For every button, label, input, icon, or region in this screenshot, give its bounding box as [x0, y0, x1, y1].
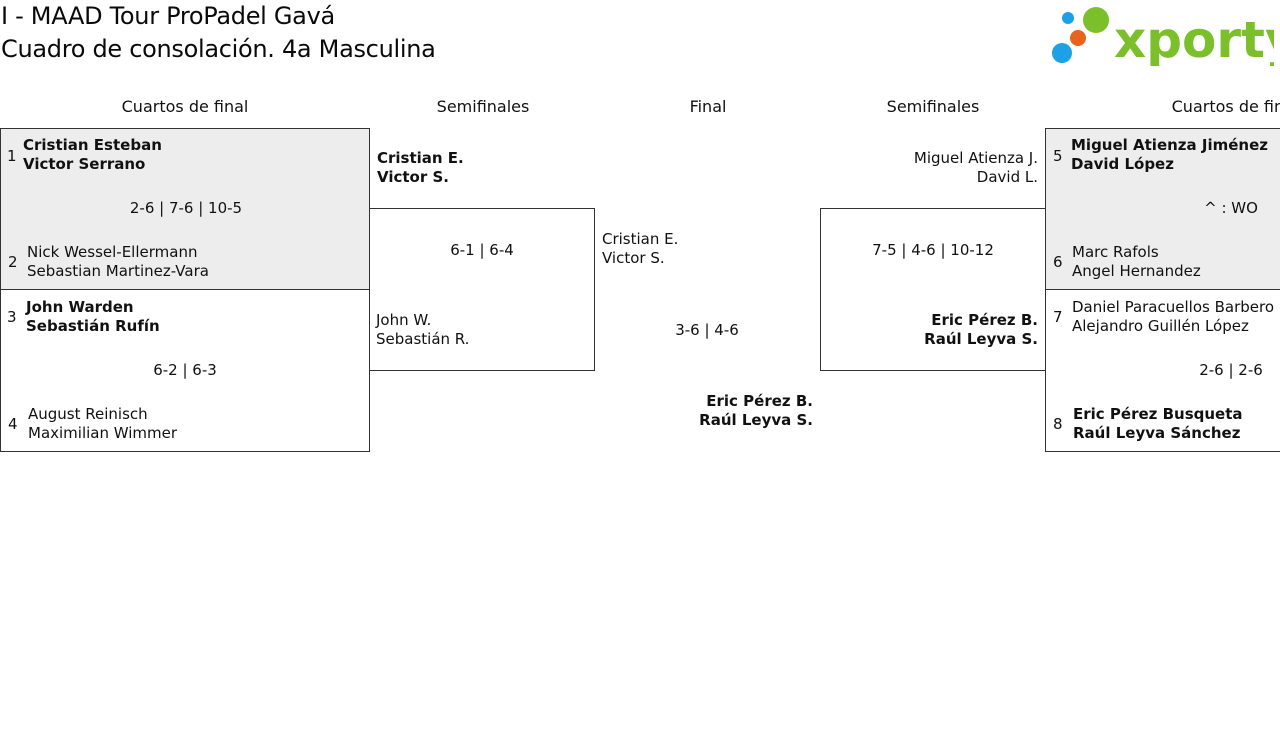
seed-number: 5 [1053, 147, 1063, 165]
seed-number: 7 [1053, 308, 1063, 326]
round-header-left-semifinals: Semifinales [436, 97, 530, 116]
team-player: Sebastián R. [376, 330, 470, 348]
team-player: Sebastian Martinez-Vara [27, 262, 209, 280]
team-player: David López [1071, 155, 1174, 173]
team-player: Sebastián Rufín [26, 317, 160, 335]
match-score: ^ : WO [1204, 199, 1258, 217]
final-team-b-player: Raúl Leyva S. [699, 411, 813, 429]
xporty-logo-icon: xporty [1052, 7, 1280, 69]
match-score: 6-1 | 6-4 [450, 241, 514, 259]
match-score: 7-5 | 4-6 | 10-12 [872, 241, 994, 259]
team-player: Eric Pérez B. [931, 311, 1038, 329]
match-score: 2-6 | 7-6 | 10-5 [129, 199, 243, 217]
right-sf-team-a-player: Miguel Atienza J. [913, 149, 1038, 167]
team-player: Eric Pérez Busqueta [1073, 405, 1243, 423]
seed-number: 4 [8, 415, 18, 433]
team-player: Nick Wessel-Ellermann [27, 243, 198, 261]
right-qf-match-1[interactable]: 5 Miguel Atienza Jiménez David López ^ :… [1045, 128, 1280, 290]
right-sf-team-a-player: David L. [976, 168, 1038, 186]
left-sf-match[interactable]: 6-1 | 6-4 John W. Sebastián R. [369, 208, 595, 371]
seed-number: 3 [7, 308, 17, 326]
team-player: John W. [376, 311, 432, 329]
left-sf-team-a-player: Cristian E. [377, 149, 464, 167]
team-player: Maximilian Wimmer [28, 424, 178, 442]
team-player: Angel Hernandez [1072, 262, 1201, 280]
final-team-a-player: Cristian E. [602, 230, 679, 248]
left-qf-match-2[interactable]: 3 John Warden Sebastián Rufín 6-2 | 6-3 … [0, 289, 370, 452]
left-qf-match-1[interactable]: 1 Cristian Esteban Victor Serrano 2-6 | … [0, 128, 370, 290]
final-team-b-player: Eric Pérez B. [706, 392, 813, 410]
right-sf-match[interactable]: 7-5 | 4-6 | 10-12 Eric Pérez B. Raúl Ley… [820, 208, 1046, 371]
team-player: John Warden [26, 298, 134, 316]
team-player: Cristian Esteban [23, 136, 162, 154]
seed-number: 8 [1053, 415, 1063, 433]
xporty-logo[interactable]: xporty [1052, 4, 1280, 69]
round-header-final: Final [689, 97, 727, 116]
round-header-right-quarterfinals: Cuartos de final [1171, 97, 1280, 116]
final-score: 3-6 | 4-6 [675, 321, 739, 339]
logo-text: xporty [1114, 11, 1274, 66]
tournament-title: I - MAAD Tour ProPadel Gavá [1, 2, 335, 30]
match-score: 2-6 | 2-6 [1199, 361, 1263, 379]
team-player: Marc Rafols [1072, 243, 1159, 261]
final-team-a-player: Victor S. [602, 249, 665, 267]
round-header-left-quarterfinals: Cuartos de final [121, 97, 249, 116]
team-player: Victor Serrano [23, 155, 146, 173]
draw-subtitle: Cuadro de consolación. 4a Masculina [1, 35, 436, 63]
right-qf-match-2[interactable]: 7 Daniel Paracuellos Barbero Alejandro G… [1045, 289, 1280, 452]
team-player: Raúl Leyva S. [924, 330, 1038, 348]
team-player: Alejandro Guillén López [1072, 317, 1249, 335]
team-player: August Reinisch [28, 405, 148, 423]
team-player: Raúl Leyva Sánchez [1073, 424, 1241, 442]
match-score: 6-2 | 6-3 [153, 361, 217, 379]
left-sf-team-a-player: Victor S. [377, 168, 449, 186]
team-player: Daniel Paracuellos Barbero [1072, 298, 1274, 316]
seed-number: 2 [8, 253, 18, 271]
seed-number: 6 [1053, 253, 1063, 271]
team-player: Miguel Atienza Jiménez [1071, 136, 1268, 154]
round-header-right-semifinals: Semifinales [886, 97, 980, 116]
seed-number: 1 [7, 147, 17, 165]
